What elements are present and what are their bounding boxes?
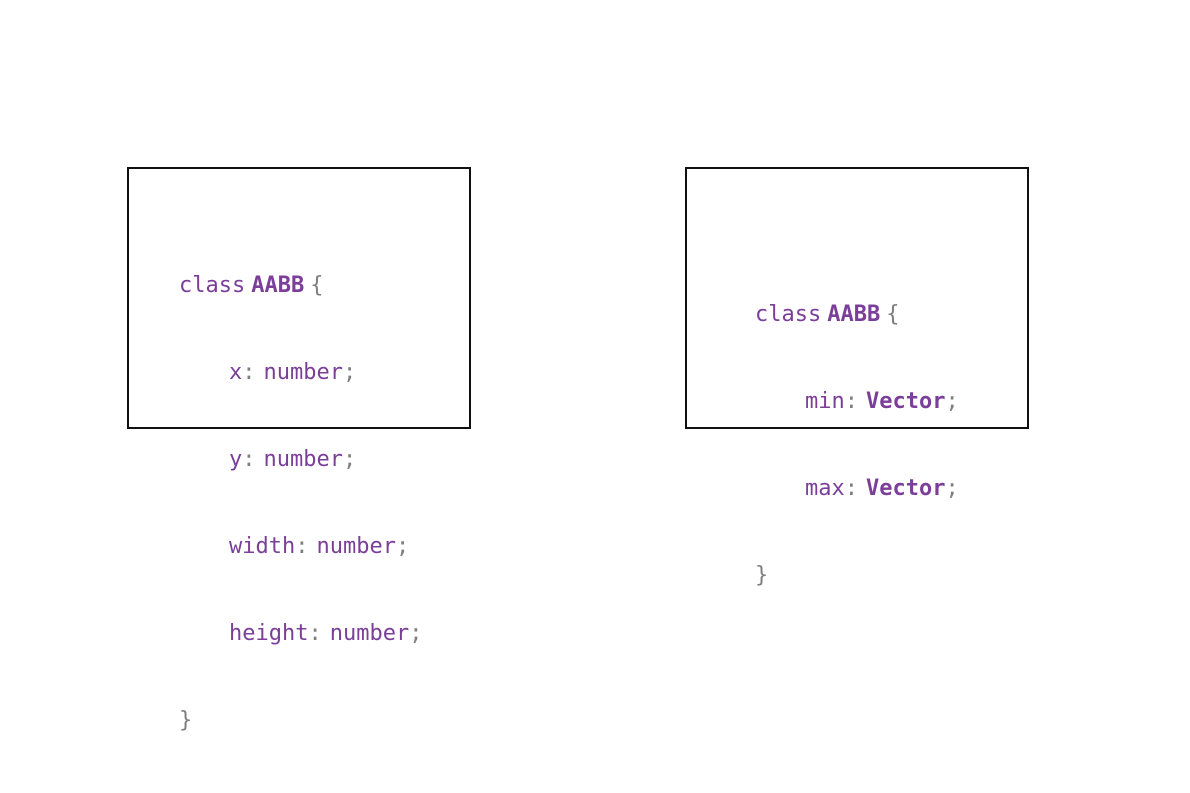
right-open-brace: { <box>886 302 900 327</box>
left-field-colon: : <box>242 447 256 472</box>
right-field-type: Vector <box>866 476 946 501</box>
left-open-brace: { <box>310 273 324 298</box>
right-field-row: min: Vector; <box>755 387 959 416</box>
left-field-name: x <box>229 360 243 385</box>
right-field-colon: : <box>844 389 858 414</box>
left-field-semicolon: ; <box>409 621 423 646</box>
right-field-name: max <box>805 476 845 501</box>
left-field-colon: : <box>242 360 256 385</box>
right-class-keyword: class <box>755 302 822 327</box>
left-field-type: number <box>263 447 343 472</box>
left-field-row: x: number; <box>179 358 422 387</box>
right-field-semicolon: ; <box>945 389 959 414</box>
left-field-row: width: number; <box>179 532 422 561</box>
left-field-colon: : <box>295 534 309 559</box>
right-field-semicolon: ; <box>945 476 959 501</box>
left-field-type: number <box>316 534 396 559</box>
left-field-semicolon: ; <box>395 534 410 559</box>
left-field-row: y: number; <box>179 445 422 474</box>
left-field-semicolon: ; <box>342 360 357 385</box>
right-field-type: Vector <box>866 389 946 414</box>
left-field-name: y <box>229 447 243 472</box>
right-field-row: max: Vector; <box>755 474 959 503</box>
left-field-colon: : <box>308 621 322 646</box>
right-close-row: } <box>755 561 959 590</box>
right-close-brace: } <box>755 563 769 588</box>
left-field-semicolon: ; <box>342 447 357 472</box>
right-field-colon: : <box>844 476 858 501</box>
left-field-row: height: number; <box>179 619 422 648</box>
right-field-name: min <box>805 389 845 414</box>
left-close-row: } <box>179 706 422 735</box>
right-class-name: AABB <box>827 302 881 327</box>
left-field-name: height <box>229 621 309 646</box>
left-close-brace: } <box>179 708 193 733</box>
left-class-name: AABB <box>251 273 305 298</box>
left-field-name: width <box>229 534 296 559</box>
left-field-type: number <box>263 360 343 385</box>
left-field-type: number <box>329 621 410 646</box>
left-class-keyword: class <box>179 273 246 298</box>
